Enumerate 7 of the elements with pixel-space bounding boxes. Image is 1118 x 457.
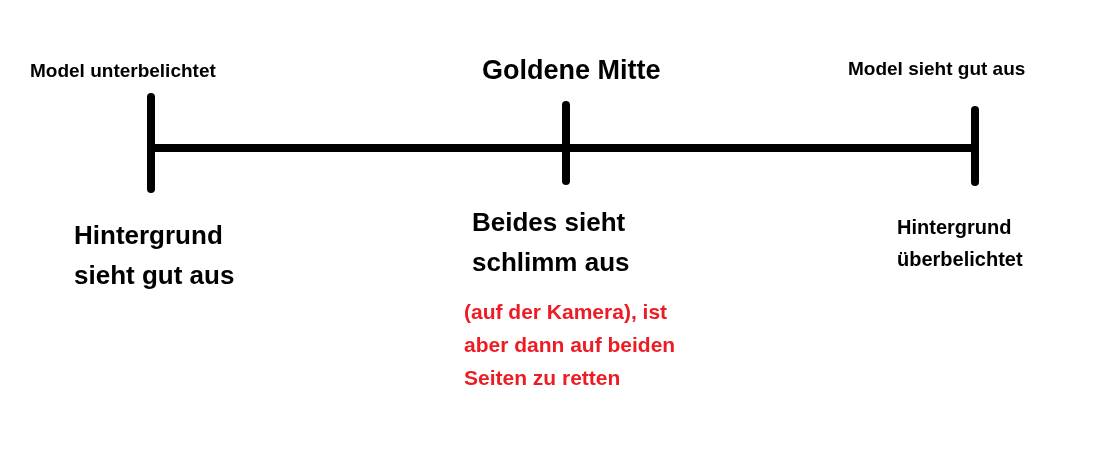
scale-label: Model unterbelichtet — [30, 59, 217, 83]
caption-text: Beides sieht schlimm aus — [472, 206, 631, 279]
scale-label: Goldene Mitte — [482, 54, 662, 87]
scale-label: Model sieht gut aus — [848, 57, 1027, 81]
note-text: (auf der Kamera), ist aber dann auf beiden Seiten zu retten — [464, 299, 677, 391]
caption-text: Hintergrund sieht gut aus — [74, 219, 236, 292]
caption-text: Hintergrund überbelichtet — [897, 215, 1024, 272]
